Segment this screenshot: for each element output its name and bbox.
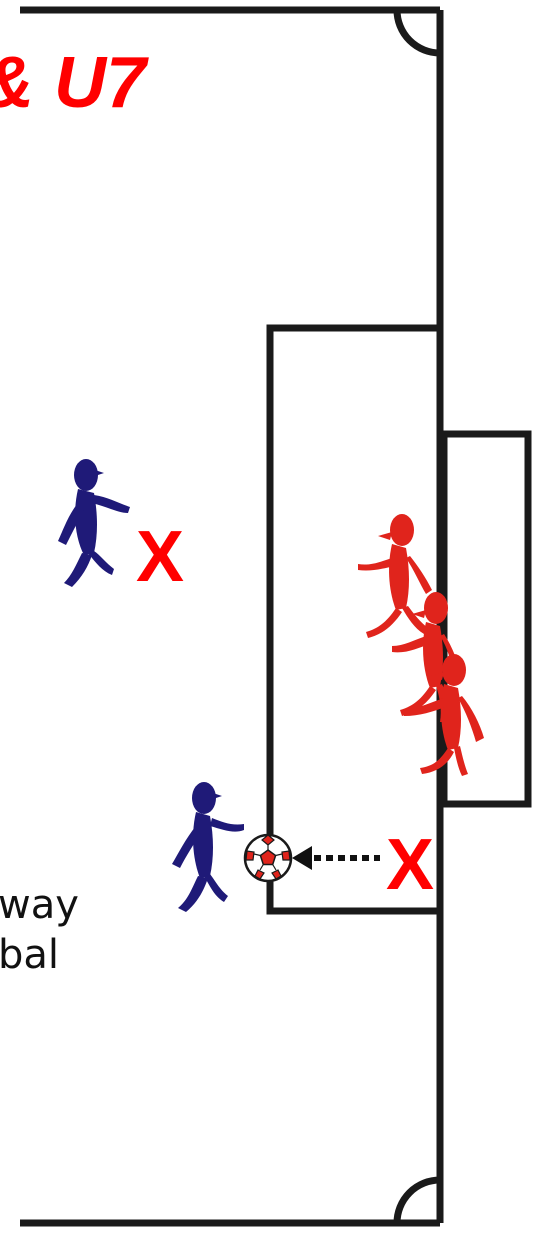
corner-arc-bottom [393, 1176, 441, 1224]
player-blue-icon [172, 782, 244, 912]
page-title: & U7 [0, 43, 147, 123]
instruction-text-line: way [0, 882, 79, 928]
player-red-icon [404, 654, 484, 776]
player-blue-icon [58, 459, 130, 587]
marker-x-label: X [136, 517, 185, 597]
dotted-arrow-icon [292, 846, 380, 870]
soccer-ball-icon [243, 833, 293, 883]
marker-x-label: X [386, 825, 435, 905]
instruction-text-line: bal [0, 932, 60, 978]
player-red-icon [358, 514, 432, 638]
field-lines [20, 6, 532, 1227]
corner-arc-top [393, 9, 441, 57]
